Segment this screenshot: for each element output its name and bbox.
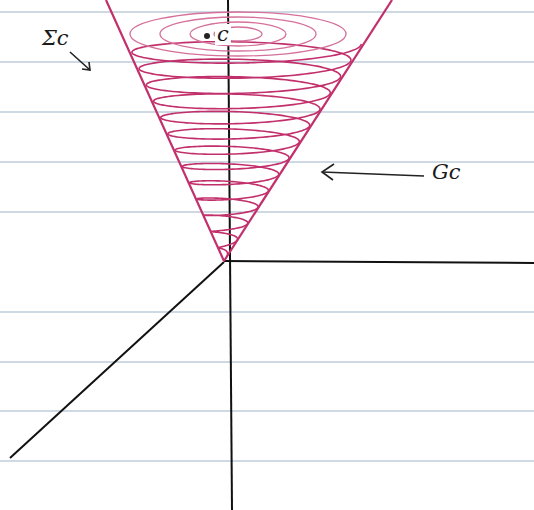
set-label: Gc [430,162,463,183]
set-label: Σc [40,28,71,49]
spiral-ring [130,12,346,56]
spiral [130,12,361,256]
axes [10,0,534,510]
spiral-ring [160,17,316,51]
cone [106,0,392,261]
point-c [204,33,210,39]
ruled-lines [0,12,534,461]
point-label: c [215,24,231,45]
leader-arrows [70,52,424,180]
spiral-ring [190,22,286,46]
